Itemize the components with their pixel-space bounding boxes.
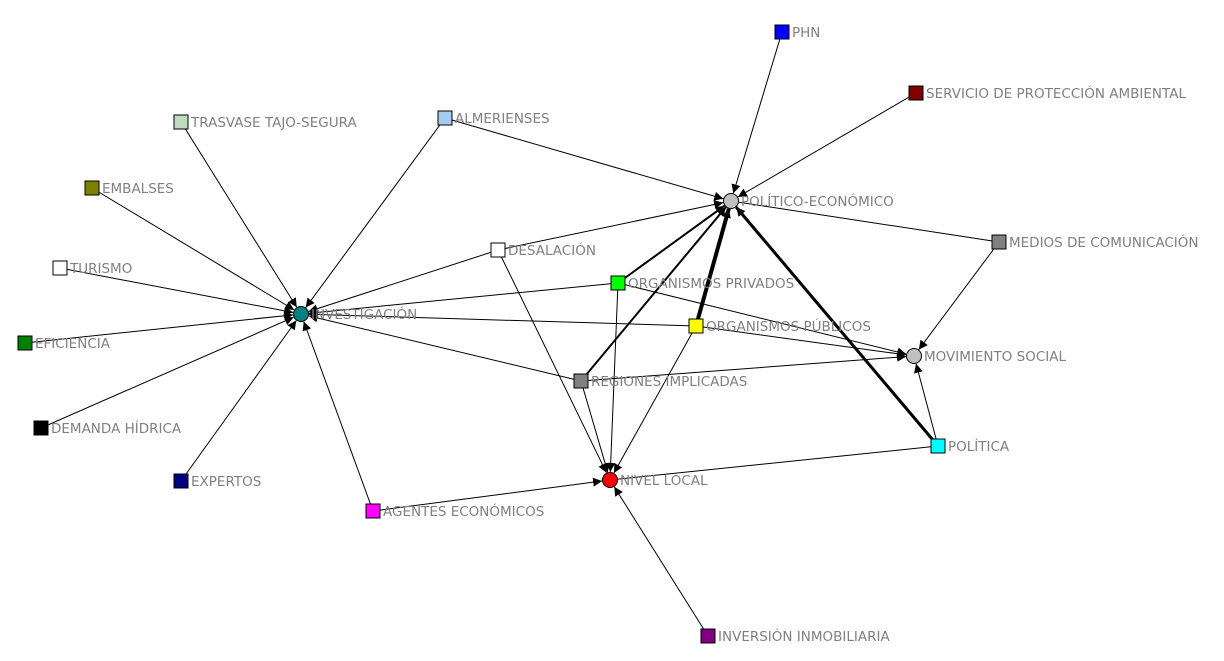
node-servicio[interactable]: SERVICIO DE PROTECCIÓN AMBIENTAL <box>908 84 1186 102</box>
node-desalacion[interactable]: DESALACIÓN <box>490 241 596 259</box>
node-expertos[interactable]: EXPERTOS <box>173 473 261 490</box>
node-marker[interactable] <box>774 24 790 40</box>
edge-turismo-investigacion <box>59 267 294 316</box>
edge-agentes-nivellocal <box>372 477 603 512</box>
edge-demanda-investigacion <box>40 316 294 429</box>
edge-medios-poleco <box>738 201 1000 243</box>
node-marker[interactable] <box>17 335 33 351</box>
edge-eficiencia-investigacion <box>24 311 294 344</box>
edge-almerienses-investigacion <box>305 117 446 308</box>
node-inversion[interactable]: INVERSIÓN INMOBILIARIA <box>700 627 890 645</box>
node-label: EFICIENCIA <box>35 336 111 352</box>
node-label: ALMERIENSES <box>455 111 550 127</box>
node-embalses[interactable]: EMBALSES <box>84 180 174 197</box>
node-label: MOVIMIENTO SOCIAL <box>924 349 1067 365</box>
edge-regiones-investigacion <box>308 313 582 382</box>
node-label: POLÍTICA <box>948 438 1010 455</box>
node-trasvase[interactable]: TRASVASE TAJO-SEGURA <box>173 114 357 131</box>
node-investigacion[interactable]: INVESTIGACIÓN <box>293 305 418 323</box>
node-label: AGENTES ECONÓMICOS <box>383 502 544 520</box>
node-turismo[interactable]: TURISMO <box>52 260 132 277</box>
node-politica[interactable]: POLÍTICA <box>930 438 1010 455</box>
node-label: ORGANISMOS PÚBLICOS <box>706 317 871 335</box>
node-marker[interactable] <box>173 114 189 130</box>
edge-orgpriv-nivellocal <box>606 282 619 473</box>
node-label: EMBALSES <box>102 181 174 197</box>
node-label: REGIONES IMPLICADAS <box>591 374 747 390</box>
edge-servicio-poleco <box>737 92 917 198</box>
node-label: ORGANISMOS PRIVADOS <box>628 276 794 292</box>
node-orgpriv[interactable]: ORGANISMOS PRIVADOS <box>610 275 794 292</box>
node-marker[interactable] <box>573 373 589 389</box>
node-marker[interactable] <box>908 85 924 101</box>
node-regiones[interactable]: REGIONES IMPLICADAS <box>573 373 747 390</box>
edge-regiones-nivellocal <box>580 380 610 473</box>
node-almerienses[interactable]: ALMERIENSES <box>437 110 550 127</box>
edge-desalacion-poleco <box>497 200 724 251</box>
edge-phn-poleco <box>731 31 783 194</box>
node-label: DESALACIÓN <box>508 241 596 259</box>
node-orgpub[interactable]: ORGANISMOS PÚBLICOS <box>688 317 871 335</box>
edge-regiones-movsocial <box>580 352 907 382</box>
edge-expertos-investigacion <box>180 320 297 482</box>
edge-medios-movsocial <box>918 241 1000 350</box>
node-marker[interactable] <box>52 260 68 276</box>
edge-almerienses-poleco <box>444 117 724 201</box>
edge-desalacion-investigacion <box>308 249 499 314</box>
edges-layer <box>24 31 1000 637</box>
node-label: NIVEL LOCAL <box>620 473 708 489</box>
edge-regiones-poleco <box>580 206 727 382</box>
node-marker[interactable] <box>490 242 506 258</box>
edge-embalses-investigacion <box>91 187 295 311</box>
node-marker[interactable] <box>602 472 618 488</box>
edge-trasvase-investigacion <box>180 121 298 308</box>
node-marker[interactable] <box>84 180 100 196</box>
edge-inversion-nivellocal <box>613 486 709 637</box>
node-marker[interactable] <box>906 348 922 364</box>
node-marker[interactable] <box>173 473 189 489</box>
node-nivellocal[interactable]: NIVEL LOCAL <box>602 472 708 490</box>
node-movsocial[interactable]: MOVIMIENTO SOCIAL <box>906 348 1067 366</box>
node-marker[interactable] <box>700 628 716 644</box>
edge-orgpriv-investigacion <box>308 282 619 317</box>
edge-orgpriv-poleco <box>617 204 726 284</box>
edge-politica-movsocial <box>914 363 939 447</box>
node-label: TRASVASE TAJO-SEGURA <box>190 115 357 131</box>
node-marker[interactable] <box>723 193 739 209</box>
node-label: TURISMO <box>69 261 132 277</box>
edge-desalacion-nivellocal <box>497 249 607 474</box>
edge-orgpub-nivellocal <box>613 325 697 474</box>
node-marker[interactable] <box>991 234 1007 250</box>
edge-politica-nivellocal <box>617 445 939 480</box>
node-eficiencia[interactable]: EFICIENCIA <box>17 335 111 352</box>
node-marker[interactable] <box>437 110 453 126</box>
edge-orgpriv-movsocial <box>617 282 907 357</box>
node-phn[interactable]: PHN <box>774 24 820 41</box>
node-label: INVERSIÓN INMOBILIARIA <box>718 627 890 645</box>
edge-orgpub-movsocial <box>695 325 907 359</box>
node-label: SERVICIO DE PROTECCIÓN AMBIENTAL <box>926 84 1186 102</box>
edge-orgpub-investigacion <box>308 310 697 327</box>
node-label: DEMANDA HÍDRICA <box>51 420 182 437</box>
node-label: MEDIOS DE COMUNICACIÓN <box>1009 233 1198 251</box>
nodes-layer: PHN SERVICIO DE PROTECCIÓN AMBIENTAL TRASV… <box>17 24 1198 645</box>
node-poleco[interactable]: POLÍTICO-ECONÓMICO <box>723 192 894 210</box>
node-marker[interactable] <box>365 503 381 519</box>
node-label: INVESTIGACIÓN <box>311 305 417 323</box>
node-label: EXPERTOS <box>191 474 261 490</box>
node-marker[interactable] <box>610 275 626 291</box>
node-demanda[interactable]: DEMANDA HÍDRICA <box>33 420 182 437</box>
node-medios[interactable]: MEDIOS DE COMUNICACIÓN <box>991 233 1198 251</box>
node-marker[interactable] <box>293 306 309 322</box>
node-marker[interactable] <box>930 438 946 454</box>
node-agentes[interactable]: AGENTES ECONÓMICOS <box>365 502 544 520</box>
edge-orgpub-poleco <box>694 208 731 327</box>
node-marker[interactable] <box>33 420 49 436</box>
edge-politica-poleco <box>735 206 940 447</box>
node-label: PHN <box>792 25 820 41</box>
node-marker[interactable] <box>688 318 704 334</box>
edge-agentes-investigacion <box>302 321 374 512</box>
node-label: POLÍTICO-ECONÓMICO <box>741 192 894 210</box>
